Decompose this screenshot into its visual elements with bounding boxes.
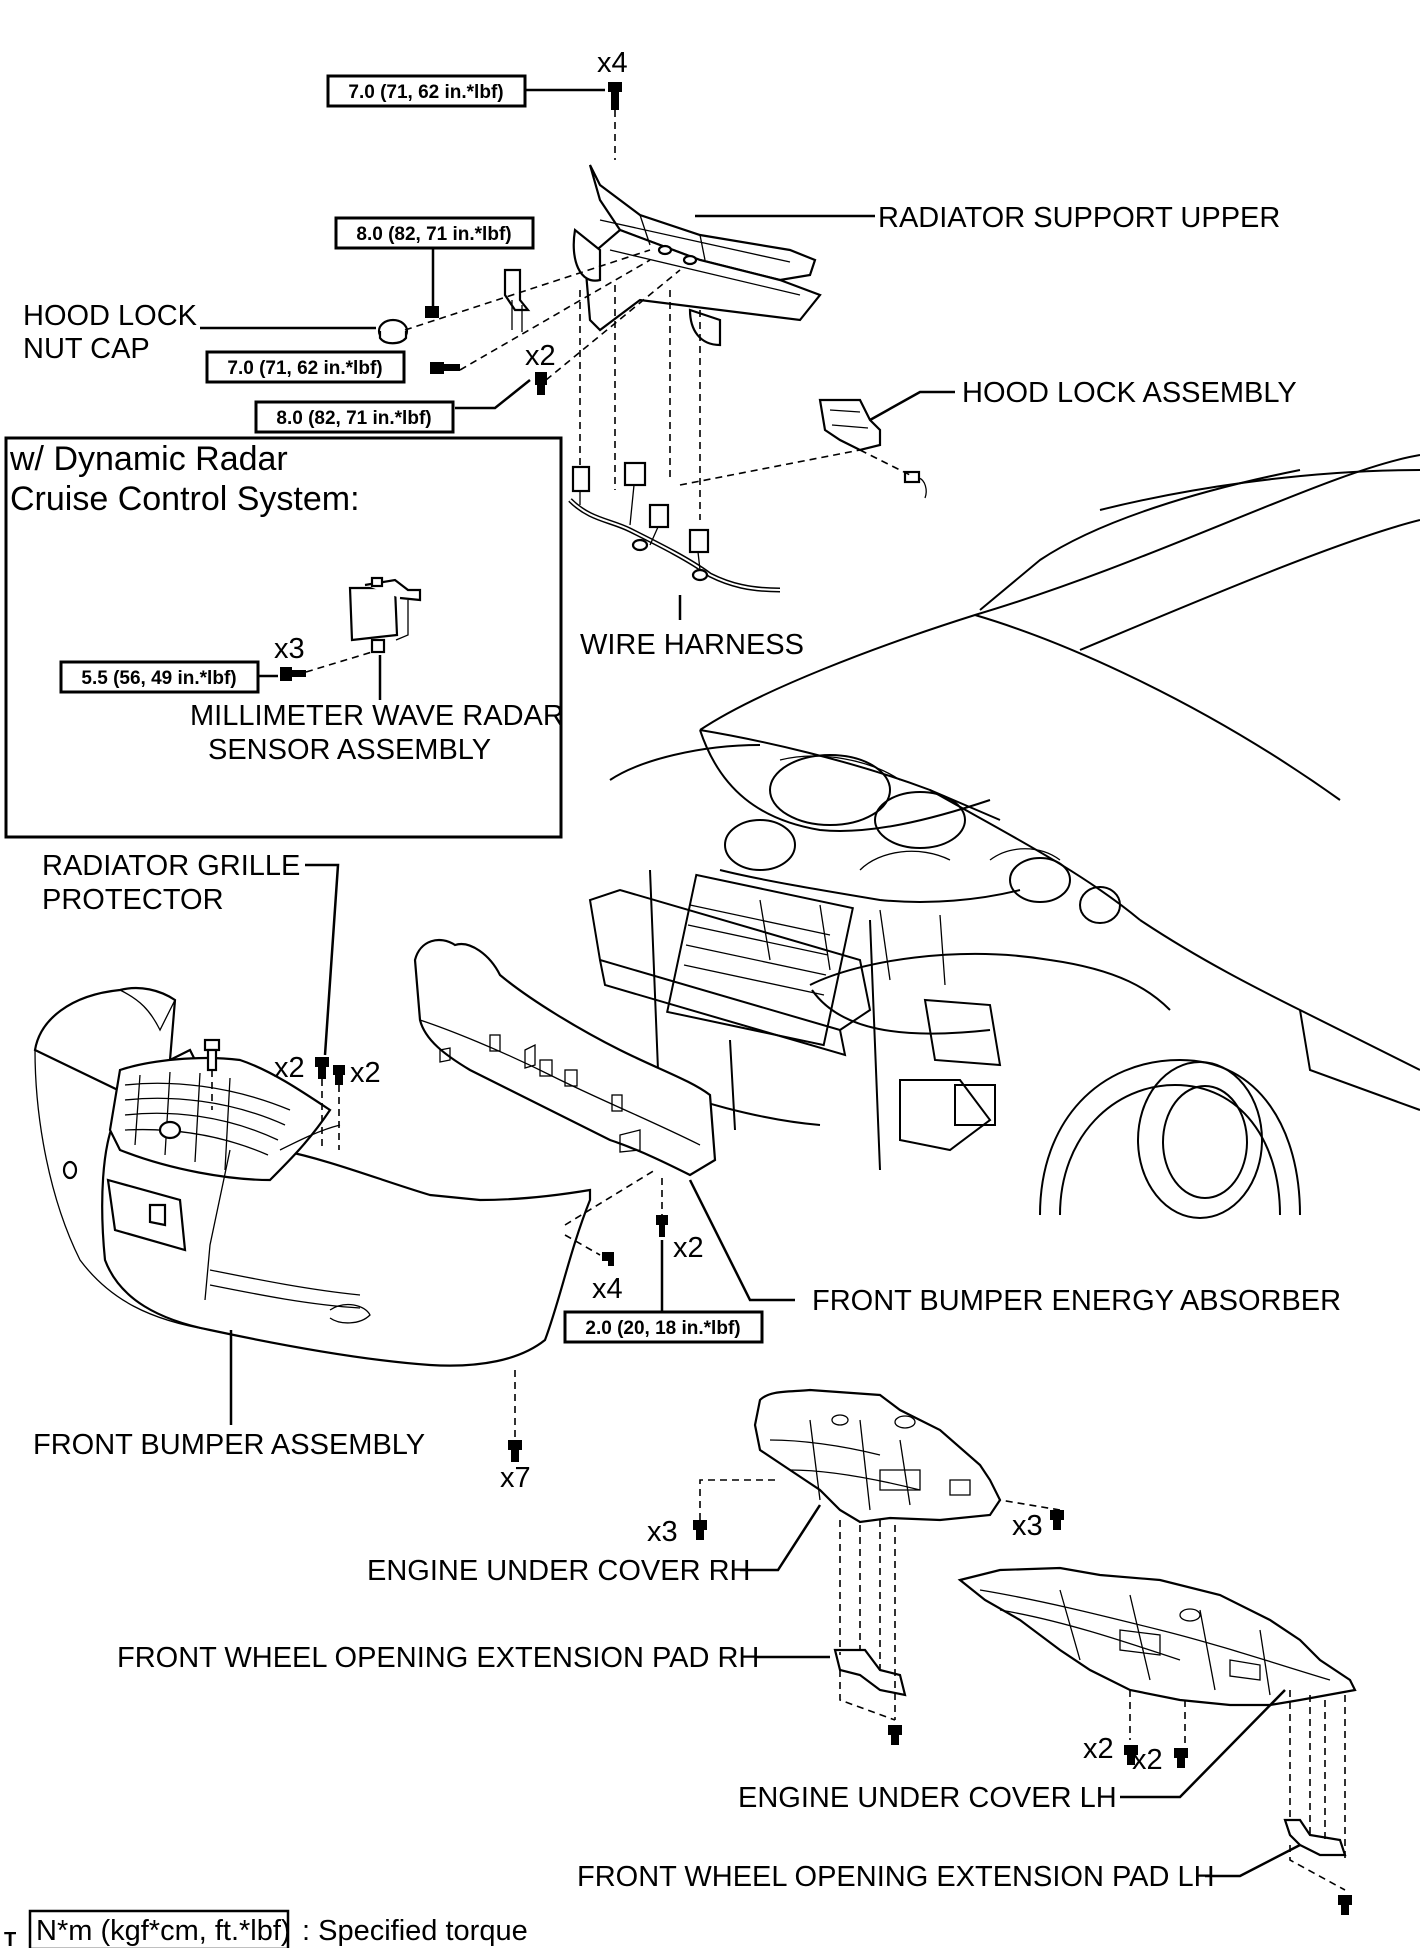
svg-text:7.0 (71, 62 in.*lbf): 7.0 (71, 62 in.*lbf) (348, 82, 503, 103)
label-front-wheel-opening-extension-pad-rh: FRONT WHEEL OPENING EXTENSION PAD RH (117, 1642, 759, 1674)
clip-icon (656, 1215, 668, 1237)
label-front-bumper-energy-absorber: FRONT BUMPER ENERGY ABSORBER (812, 1285, 1341, 1317)
quantity-label: x2 (350, 1057, 381, 1089)
clip-icon (1174, 1748, 1188, 1768)
svg-text:8.0 (82, 71 in.*lbf): 8.0 (82, 71 in.*lbf) (356, 224, 511, 245)
radar-inset-frame (4, 436, 563, 839)
millimeter-wave-radar-sensor (348, 576, 422, 654)
vehicle-front-outline (588, 454, 1420, 1219)
svg-text:: Specified torque: : Specified torque (302, 1915, 528, 1947)
torque-legend: N*m (kgf*cm, ft.*lbf) : Specified torque (28, 1909, 528, 1948)
front-bumper-assembly (33, 986, 592, 1367)
label-radiator-support-upper: RADIATOR SUPPORT UPPER (878, 202, 1280, 234)
label-millimeter-wave-radar-sensor: MILLIMETER WAVE RADAR (190, 700, 564, 732)
bolt-icon (430, 362, 460, 374)
label-front-bumper-assembly: FRONT BUMPER ASSEMBLY (33, 1429, 425, 1461)
svg-text:7.0 (71, 62 in.*lbf): 7.0 (71, 62 in.*lbf) (227, 358, 382, 379)
quantity-label: x2 (673, 1232, 704, 1264)
label-front-wheel-opening-extension-pad-lh: FRONT WHEEL OPENING EXTENSION PAD LH (577, 1861, 1215, 1893)
label-engine-under-cover-rh: ENGINE UNDER COVER RH (367, 1555, 751, 1587)
label-hood-lock-nut-cap: HOOD LOCK (23, 300, 198, 332)
nut-icon (425, 306, 439, 318)
quantity-label: x7 (500, 1462, 531, 1494)
bolt-icon (203, 1038, 221, 1072)
quantity-label: x3 (1012, 1510, 1043, 1542)
torque-spec-box: 7.0 (71, 62 in.*lbf) (326, 74, 527, 108)
bolt-icon (535, 372, 547, 395)
radiator-support-upper (572, 164, 822, 347)
torque-spec-box: 2.0 (20, 18 in.*lbf) (563, 1310, 764, 1344)
quantity-label: x2 (274, 1052, 305, 1084)
clip-icon (508, 1440, 522, 1462)
clip-icon (602, 1252, 614, 1266)
bolt-icon (280, 667, 306, 681)
clip-icon (888, 1725, 902, 1745)
quantity-label: x4 (592, 1273, 623, 1305)
hood-lock-nut-cap (377, 318, 409, 345)
label-radiator-grille-protector: RADIATOR GRILLE (42, 850, 300, 882)
front-wheel-opening-extension-pad-lh (1283, 1818, 1347, 1857)
label-engine-under-cover-lh: ENGINE UNDER COVER LH (738, 1782, 1117, 1814)
quantity-label: x2 (1132, 1744, 1163, 1776)
clip-icon (1124, 1745, 1138, 1765)
bolt-icon (608, 82, 622, 110)
quantity-label: x3 (647, 1516, 678, 1548)
clip-icon (315, 1057, 329, 1079)
label-hood-lock-assembly: HOOD LOCK ASSEMBLY (962, 377, 1297, 409)
front-wheel-opening-extension-pad-rh (833, 1648, 907, 1697)
quantity-label: x4 (597, 47, 628, 79)
torque-spec-box: 8.0 (82, 71 in.*lbf) (254, 400, 455, 434)
label-wire-harness: WIRE HARNESS (580, 629, 804, 661)
wire-harness (568, 461, 781, 593)
quantity-label: x3 (274, 633, 305, 665)
clip-icon (693, 1520, 707, 1540)
svg-text:2.0 (20, 18 in.*lbf): 2.0 (20, 18 in.*lbf) (585, 1318, 740, 1339)
front-bumper-energy-absorber (413, 938, 717, 1177)
svg-text:8.0 (82, 71 in.*lbf): 8.0 (82, 71 in.*lbf) (276, 408, 431, 429)
engine-under-cover-rh (753, 1388, 1002, 1524)
inset-title: w/ Dynamic Radar (9, 440, 288, 478)
label-radiator-grille-protector: PROTECTOR (42, 884, 224, 916)
torque-spec-box: 5.5 (56, 49 in.*lbf) (59, 660, 260, 694)
clip-icon (333, 1065, 345, 1085)
label-millimeter-wave-radar-sensor: SENSOR ASSEMBLY (208, 734, 491, 766)
quantity-label: x2 (1083, 1733, 1114, 1765)
inset-title: Cruise Control System: (10, 480, 360, 518)
quantity-label: x2 (525, 340, 556, 372)
torque-spec-box: 7.0 (71, 62 in.*lbf) (205, 350, 406, 384)
clip-icon (1338, 1895, 1352, 1915)
footer-mark: T (4, 1929, 16, 1948)
engine-under-cover-lh (957, 1566, 1357, 1707)
svg-text:N*m (kgf*cm, ft.*lbf): N*m (kgf*cm, ft.*lbf) (36, 1915, 291, 1947)
label-hood-lock-nut-cap: NUT CAP (23, 333, 150, 365)
svg-text:5.5 (56, 49 in.*lbf): 5.5 (56, 49 in.*lbf) (81, 668, 236, 689)
torque-spec-box: 8.0 (82, 71 in.*lbf) (334, 216, 535, 250)
hood-lock-assembly (818, 398, 927, 499)
clip-icon (1050, 1510, 1064, 1530)
